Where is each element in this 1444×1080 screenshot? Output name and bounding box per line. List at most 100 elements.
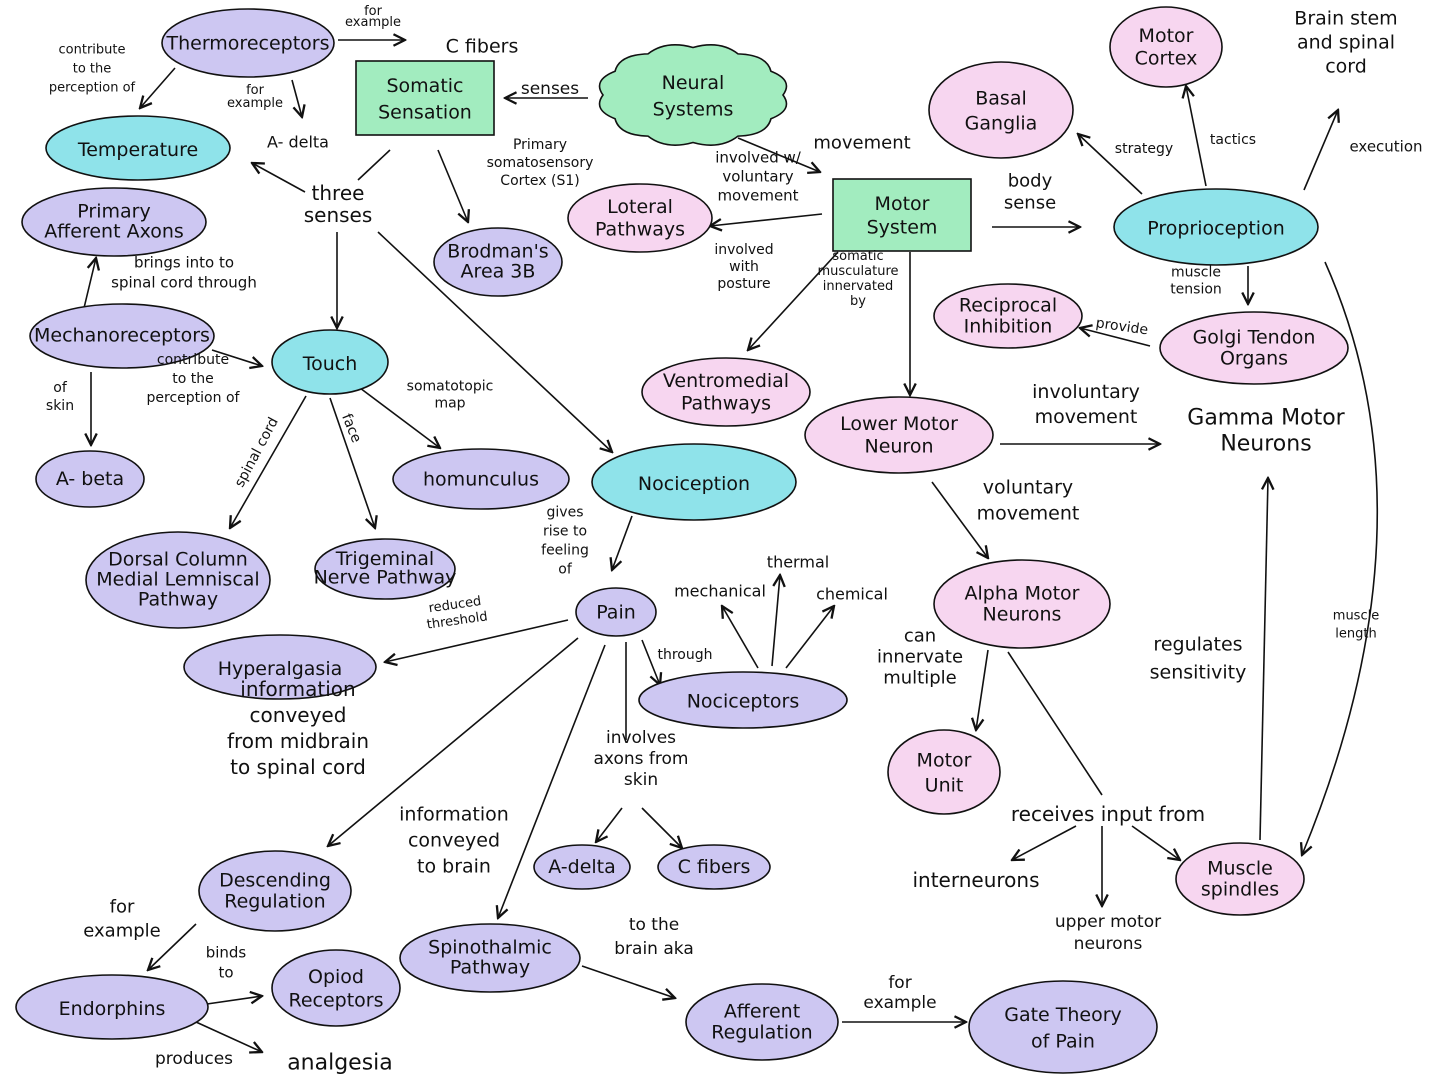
edge-label-text: multiple xyxy=(883,667,957,688)
edge-alpha-motorunit xyxy=(976,649,989,730)
node-label: Golgi Tendon xyxy=(1193,326,1316,348)
edge-label-text: movement xyxy=(813,132,910,153)
node-label: Sensation xyxy=(378,101,472,123)
node-label: Area 3B xyxy=(461,261,536,283)
node-label: Neuron xyxy=(864,436,933,458)
node-shape xyxy=(591,443,797,521)
node-a-beta: A- beta xyxy=(35,450,145,508)
edge-label-text: strategy xyxy=(1115,141,1173,157)
edge-label-text: to xyxy=(218,963,233,981)
label-through: through xyxy=(657,647,712,663)
edge-label-text: Brain stem xyxy=(1294,8,1397,30)
edge-label-text: involved w/ xyxy=(715,148,802,166)
node-label: Systems xyxy=(653,98,734,120)
edge-label-text: body xyxy=(1008,170,1053,191)
edge-label-text: binds xyxy=(206,943,247,961)
edge-three-nociception xyxy=(377,231,612,452)
edge-label-text: chemical xyxy=(816,585,888,604)
node-label: Trigeminal xyxy=(335,548,434,570)
edge-lowermotor-alpha xyxy=(931,481,988,558)
label-interneurons: interneurons xyxy=(912,868,1039,892)
edge-pain-descending xyxy=(328,637,579,846)
node-shape xyxy=(968,980,1158,1074)
edge-pain-hyperalgasia xyxy=(385,619,569,662)
nodes: ThermoreceptorsTemperaturePrimaryAfferen… xyxy=(15,6,1349,1074)
node-shape xyxy=(1113,188,1319,266)
edge-label-text: axons from xyxy=(594,749,689,769)
edge-label-text: for xyxy=(364,4,383,19)
edge-label-text: to the xyxy=(629,915,679,935)
edge-label-text: skin xyxy=(624,770,658,790)
edge-label-text: movement xyxy=(1035,406,1138,428)
node-shape xyxy=(641,357,811,427)
edge-label-text: movement xyxy=(717,186,798,204)
edge-label-text: conveyed xyxy=(408,830,500,852)
node-label: Afferent Axons xyxy=(44,221,184,243)
node-label: Neurons xyxy=(983,604,1062,626)
node-label: Motor xyxy=(1139,25,1194,47)
node-label: A-delta xyxy=(548,856,616,878)
node-label: Primary xyxy=(77,201,150,223)
node-shape xyxy=(15,974,209,1040)
node-label: Inhibition xyxy=(964,316,1053,338)
label-strategy: strategy xyxy=(1115,141,1173,157)
edge-label-text: to the xyxy=(172,371,213,387)
edge-label-text: thermal xyxy=(767,553,829,572)
edge-label-text: involves xyxy=(606,728,676,748)
edge-label-text: innervated xyxy=(823,279,893,294)
edge-label-text: reduced xyxy=(428,594,483,616)
node-label: C fibers xyxy=(678,856,751,878)
edge-mechano-touch xyxy=(211,349,262,366)
edge-spindles-gamma xyxy=(1259,478,1268,841)
label-provide: provide xyxy=(1095,315,1149,338)
edge-label-text: interneurons xyxy=(912,868,1039,892)
edge-label-text: with xyxy=(729,259,759,275)
edge-proprio-basal xyxy=(1078,134,1143,195)
node-shape xyxy=(832,178,972,252)
edge-label-text: involved xyxy=(714,242,773,258)
label-face: face xyxy=(338,412,364,446)
node-label: Thermoreceptors xyxy=(165,32,329,54)
edge-label-text: information xyxy=(240,677,355,701)
node-homunculus: homunculus xyxy=(392,448,570,510)
edge-proprio-spindles xyxy=(1302,261,1379,855)
label-binds-to: binds to xyxy=(206,943,247,981)
edge-label-text: face xyxy=(338,412,364,446)
edge-label-text: senses xyxy=(521,79,579,99)
edge-touch-homunculus xyxy=(359,387,440,448)
edge-label-text: neurons xyxy=(1074,934,1143,954)
node-label: Nerve Pathway xyxy=(314,567,457,589)
node-label: homunculus xyxy=(423,469,539,491)
node-label: Motor xyxy=(875,193,930,215)
edge-label-text: cord xyxy=(1325,56,1367,78)
node-shape xyxy=(45,115,231,181)
label-a-delta-1: A- delta xyxy=(267,133,329,152)
node-shape xyxy=(355,60,495,136)
label-execution: execution xyxy=(1349,137,1422,155)
edge-label-text: regulates xyxy=(1153,634,1242,656)
edge-label-text: posture xyxy=(717,276,770,292)
edge-label-text: execution xyxy=(1349,137,1422,155)
node-label: Medial Lemniscal xyxy=(96,569,259,591)
node-shape xyxy=(35,450,145,508)
node-shape xyxy=(271,949,401,1027)
node-label: Ganglia xyxy=(965,113,1038,135)
node-shape xyxy=(1175,842,1305,916)
node-label: Loteral xyxy=(607,196,673,218)
node-label: Regulation xyxy=(711,1022,812,1044)
